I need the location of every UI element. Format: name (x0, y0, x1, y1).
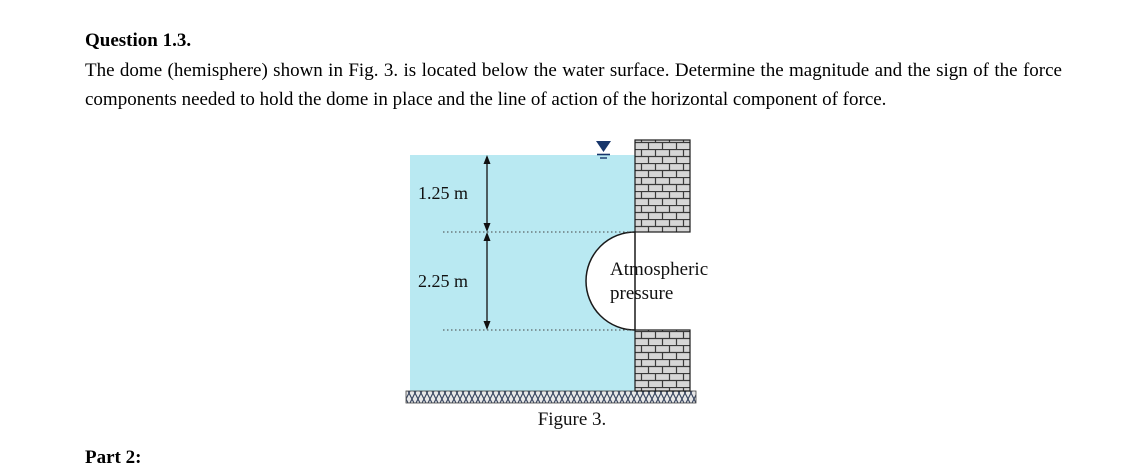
depth-label-upper: 1.25 m (418, 183, 468, 203)
atmospheric-label-line2: pressure (610, 283, 673, 304)
dimension-arrow-upper (483, 155, 491, 232)
depth-label-lower: 2.25 m (418, 271, 468, 291)
dome-hemisphere (585, 231, 636, 331)
water-surface-icon (596, 141, 611, 159)
atmospheric-label-line1: Atmospheric (610, 259, 708, 280)
figure-3-canvas: 1.25 m 2.25 m Atmospheric pressure Figur… (405, 139, 708, 430)
dimension-arrow-lower (483, 232, 491, 330)
question-text: The dome (hemisphere) shown in Fig. 3. i… (85, 60, 1062, 110)
question-heading: Question 1.3. (85, 30, 192, 51)
brick-wall-upper (634, 139, 691, 233)
figure-caption: Figure 3. (538, 409, 607, 430)
part2-heading: Part 2: (85, 447, 142, 468)
figure-3: 1.25 m 2.25 m Atmospheric pressure Figur… (400, 135, 740, 435)
brick-wall-lower (634, 329, 691, 392)
ground-hatch (405, 390, 697, 404)
